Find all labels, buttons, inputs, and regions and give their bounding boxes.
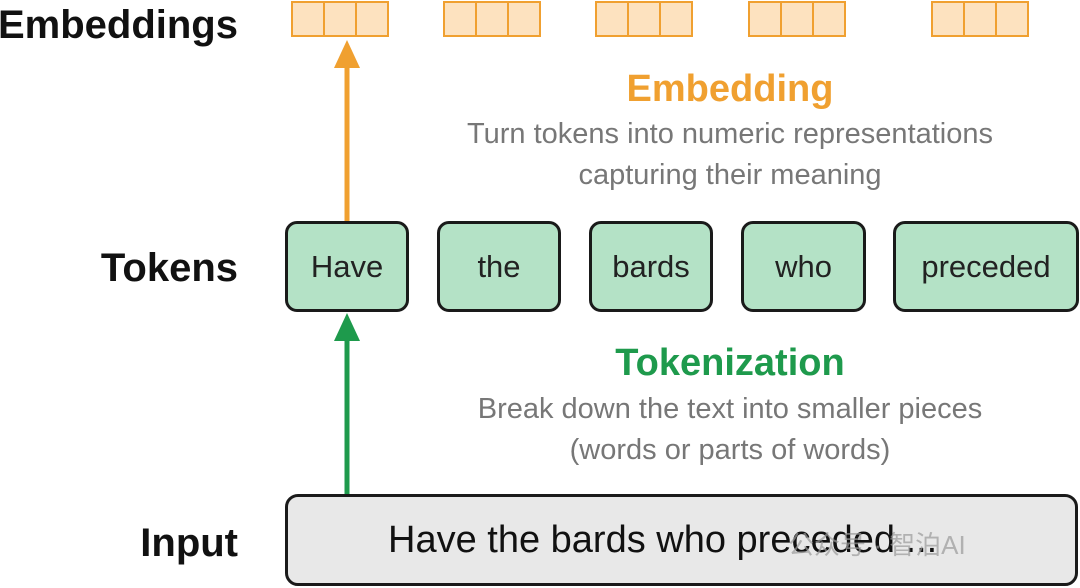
token-box: who	[741, 221, 866, 312]
embedding-cell	[323, 1, 357, 37]
embedding-vector	[443, 1, 541, 37]
embedding-cell	[595, 1, 629, 37]
tokens-label: Tokens	[100, 246, 238, 290]
embedding-cell	[659, 1, 693, 37]
embedding-cell	[748, 1, 782, 37]
input-label: Input	[140, 521, 238, 565]
embedding-cell	[443, 1, 477, 37]
embedding-cell	[812, 1, 846, 37]
embedding-cell	[355, 1, 389, 37]
tokenization-step-title: Tokenization	[615, 342, 845, 384]
input-box: Have the bards who preceded ... 公众号 · 智泊…	[285, 494, 1078, 586]
embedding-step-description: Turn tokens into numeric representations	[466, 118, 994, 150]
tokenization-arrow	[334, 313, 360, 494]
embedding-arrow	[334, 40, 360, 221]
tokenization-step-description: (words or parts of words)	[569, 434, 891, 466]
watermark: 公众号 · 智泊AI	[788, 530, 966, 560]
embedding-step-description: capturing their meaning	[578, 159, 882, 191]
embedding-vector	[748, 1, 846, 37]
embedding-cell	[995, 1, 1029, 37]
embedding-step-title: Embedding	[626, 68, 834, 110]
token-box: preceded	[893, 221, 1079, 312]
embedding-vector	[291, 1, 389, 37]
embedding-vector	[595, 1, 693, 37]
embeddings-label: Embeddings	[0, 3, 238, 47]
tokenization-step-description: Break down the text into smaller pieces	[477, 393, 983, 425]
token-box: Have	[285, 221, 409, 312]
embedding-cell	[475, 1, 509, 37]
embedding-cell	[507, 1, 541, 37]
embedding-cell	[780, 1, 814, 37]
token-box: bards	[589, 221, 713, 312]
input-text: Have the bards who preceded ...	[388, 519, 938, 561]
embedding-vector	[931, 1, 1029, 37]
token-box: the	[437, 221, 561, 312]
